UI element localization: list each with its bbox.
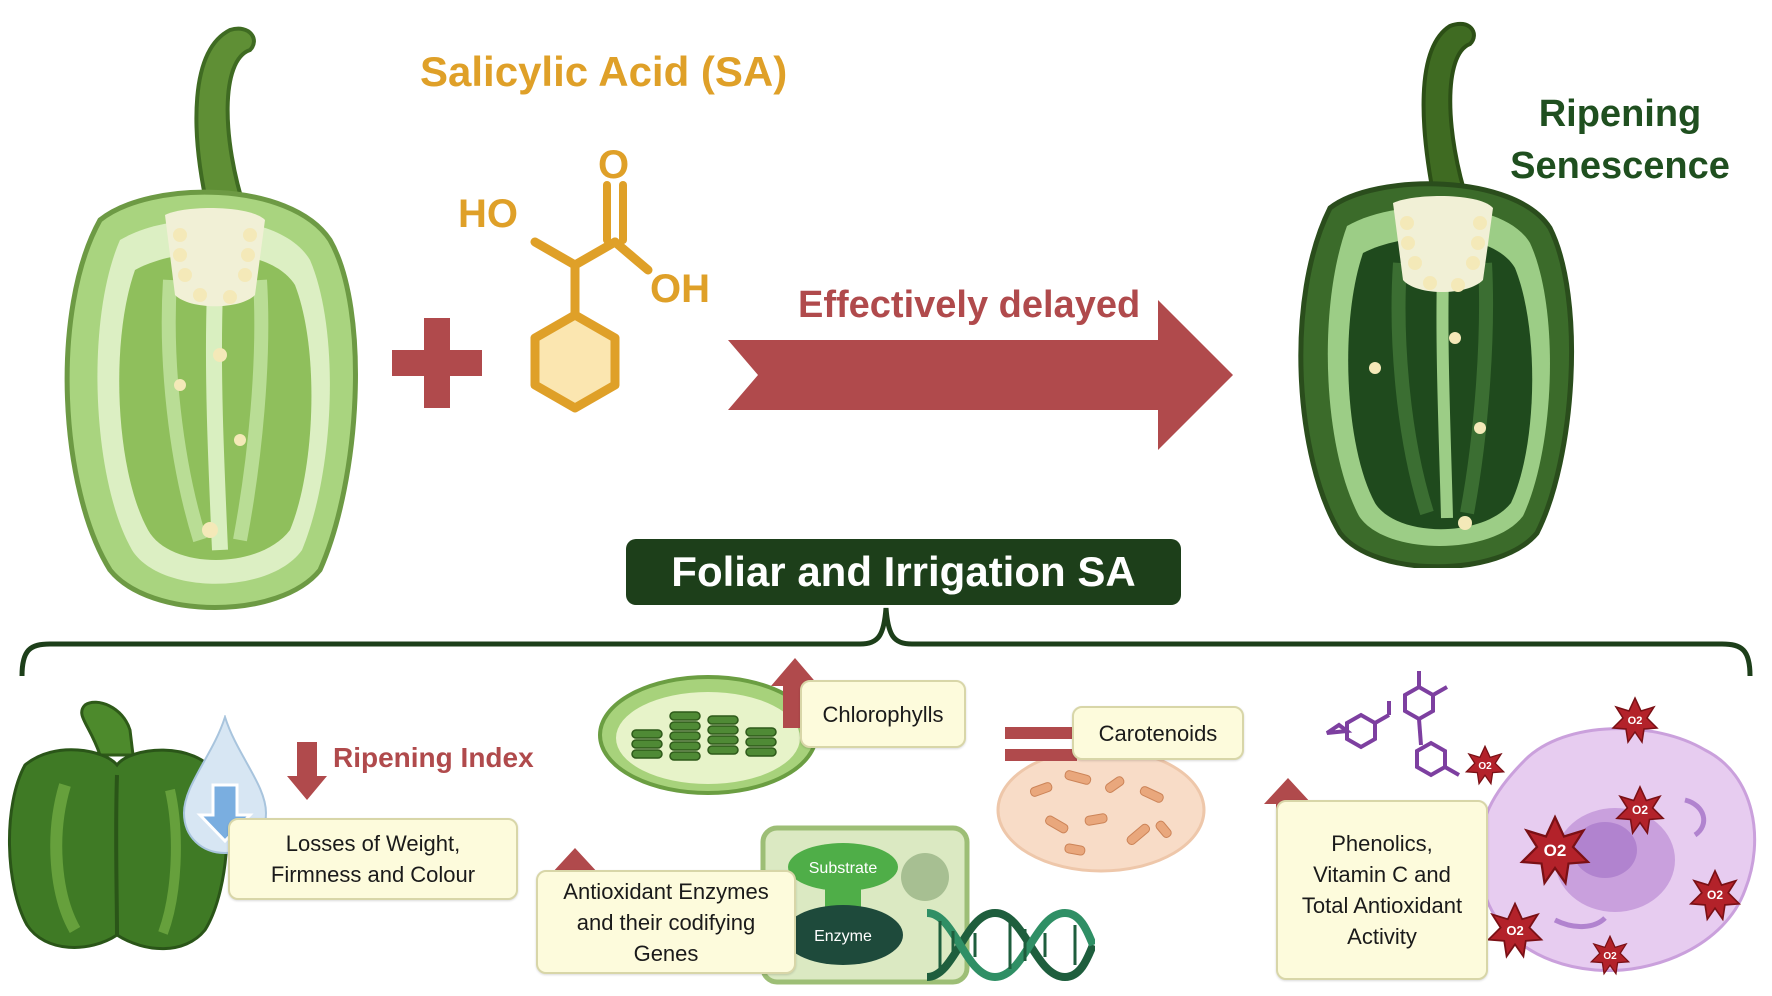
enzyme-label: Enzyme: [814, 928, 872, 945]
ros-label: O2: [1478, 761, 1492, 772]
delay-arrow: [728, 300, 1233, 450]
bell-pepper-illustration: [8, 700, 229, 951]
ros-label: O2: [1603, 951, 1617, 962]
enzyme-substrate-illustration: Substrate Enzyme: [760, 825, 970, 985]
ros-label: O2: [1707, 888, 1723, 902]
ripening-index-label: Ripening Index: [333, 742, 534, 773]
ripening-index-down-arrow: [287, 742, 327, 800]
dna-helix-icon: [926, 908, 1095, 982]
ripened-pepper-illustration: [1298, 22, 1574, 568]
ros-star-icons: O2 O2 O2 O2 O2 O2 O2: [1465, 697, 1741, 975]
foliar-irrigation-banner: Foliar and Irrigation SA: [626, 539, 1181, 605]
chlorophylls-box: Chlorophylls: [800, 680, 966, 748]
ros-label: O2: [1628, 715, 1643, 727]
molecule-oh-label: OH: [650, 267, 710, 311]
plus-icon: [392, 318, 482, 408]
molecule-o-label: O: [598, 143, 629, 187]
fresh-pepper-illustration: [64, 26, 358, 610]
molecule-ho-label: HO: [458, 192, 518, 236]
ripening-senescence-label: Ripening Senescence: [1500, 88, 1740, 192]
antioxidant-enzymes-box: Antioxidant Enzymes and their codifying …: [536, 870, 796, 974]
losses-box: Losses of Weight, Firmness and Colour: [228, 818, 518, 900]
oxidative-stress-cell-illustration: [1477, 727, 1757, 973]
ros-label: O2: [1544, 841, 1567, 860]
effectively-delayed-label: Effectively delayed: [798, 284, 1141, 326]
ros-label: O2: [1632, 803, 1648, 817]
salicylic-acid-molecule: O HO OH: [458, 143, 710, 413]
phenolic-molecules-icon: [1325, 671, 1460, 778]
salicylic-acid-title: Salicylic Acid (SA): [420, 48, 788, 95]
bracket-line: [19, 607, 1753, 677]
chloroplast-illustration: [598, 675, 818, 795]
substrate-label: Substrate: [809, 860, 878, 877]
senescence-label: Senescence: [1510, 145, 1730, 187]
ripening-label: Ripening: [1538, 93, 1702, 135]
ros-label: O2: [1506, 923, 1523, 938]
carotenoids-equal-icon: [1005, 727, 1077, 761]
phenolics-box: Phenolics, Vitamin C and Total Antioxida…: [1276, 800, 1488, 980]
chromoplast-illustration: [996, 747, 1206, 873]
carotenoids-box: Carotenoids: [1072, 706, 1244, 760]
